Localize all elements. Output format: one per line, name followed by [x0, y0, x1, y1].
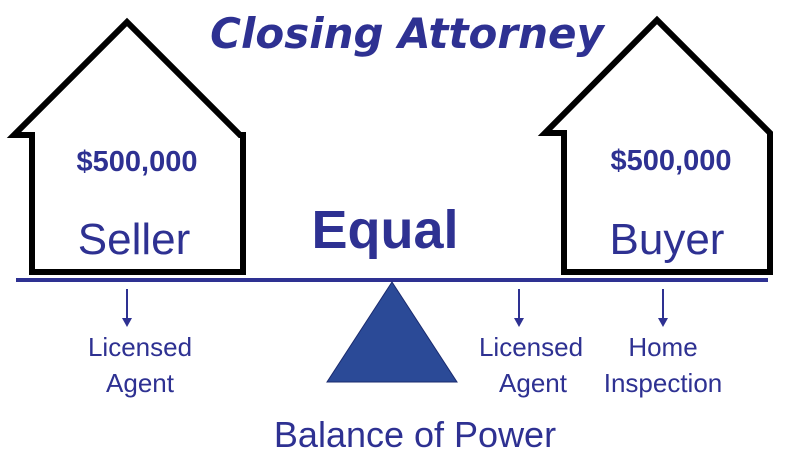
seller-house: [6, 17, 246, 275]
fulcrum-triangle: [326, 281, 458, 383]
seller-price: $500,000: [77, 146, 198, 178]
buyer-price: $500,000: [611, 145, 732, 177]
buyer-agent-label-line2: Agent: [499, 368, 568, 398]
seller-agent-label-line2: Agent: [106, 368, 175, 398]
home-inspection-label-line2: Inspection: [604, 368, 723, 398]
buyer-house-outline: [537, 15, 773, 275]
diagram-caption: Balance of Power: [274, 414, 556, 453]
diagram-title: Closing Attorney: [210, 9, 605, 58]
seller-house-outline: [6, 17, 246, 275]
seller-label: Seller: [78, 215, 191, 264]
buyer-label: Buyer: [610, 215, 725, 264]
equal-label: Equal: [311, 200, 458, 260]
seller-agent-label-line1: Licensed: [88, 332, 192, 362]
buyer-house: [537, 15, 773, 275]
home-inspection-label-line1: Home: [628, 332, 697, 362]
seller-agent-arrow: [122, 289, 132, 327]
home-inspection-arrow: [658, 289, 668, 327]
buyer-agent-label-line1: Licensed: [479, 332, 583, 362]
buyer-agent-arrow: [514, 289, 524, 327]
